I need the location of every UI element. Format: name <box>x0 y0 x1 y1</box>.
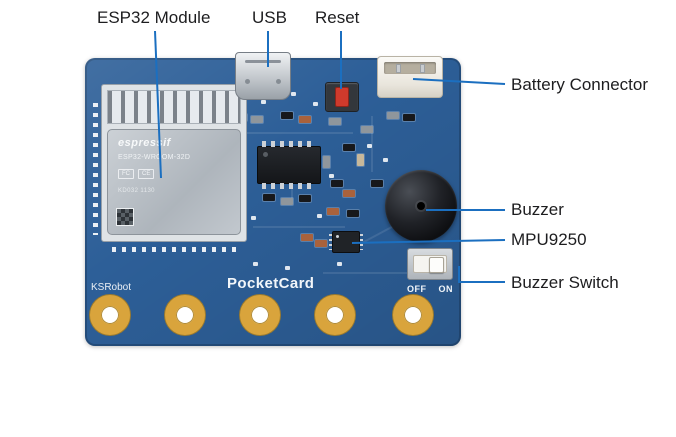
switch-track <box>413 255 447 273</box>
battery-pin <box>420 64 425 73</box>
smd-component <box>343 144 355 151</box>
smd-component <box>315 240 327 247</box>
smd-component <box>387 112 399 119</box>
smd-component <box>323 156 330 168</box>
module-brand-text: espressif <box>118 137 171 149</box>
product-name-text: PocketCard <box>227 275 315 292</box>
battery-pin <box>396 64 401 73</box>
usb-shell-seam <box>245 60 281 63</box>
label-mpu9250: MPU9250 <box>511 230 587 249</box>
smd-component <box>371 180 383 187</box>
edge-ring-hole <box>393 295 433 335</box>
smd-component <box>329 118 341 125</box>
brand-text: KSRobot <box>91 282 132 293</box>
battery-connector <box>377 56 443 98</box>
cert-marks: FC CE <box>118 169 155 179</box>
module-pads-bottom <box>112 247 238 252</box>
pcb-trace <box>235 132 353 134</box>
smd-component <box>299 195 311 202</box>
edge-ring-hole <box>240 295 280 335</box>
module-pads-left <box>93 103 98 235</box>
smd-component <box>361 126 373 133</box>
smd-component <box>331 180 343 187</box>
battery-connector-slot <box>384 62 436 74</box>
chip-pin1-dot <box>263 152 268 157</box>
pcb-trace <box>371 116 373 172</box>
solder-pad <box>313 102 318 106</box>
antenna-trace <box>107 90 241 124</box>
solder-pad <box>285 266 290 270</box>
smd-component <box>357 154 364 166</box>
solder-pad <box>251 216 256 220</box>
solder-pad <box>317 214 322 218</box>
callout-line-buzzer-switch <box>458 266 505 283</box>
edge-ring-hole <box>165 295 205 335</box>
smd-component <box>343 190 355 197</box>
solder-pad <box>291 92 296 96</box>
esp32-shield: espressif ESP32-WROOM-32D FC CE KD032 11… <box>107 129 241 235</box>
smd-component <box>263 194 275 201</box>
buzzer-hole <box>417 202 425 210</box>
micro-usb-connector <box>235 52 291 100</box>
smd-component <box>299 116 311 123</box>
solder-pad <box>367 144 372 148</box>
smd-component <box>251 116 263 123</box>
label-buzzer: Buzzer <box>511 200 564 219</box>
smd-component <box>301 234 313 241</box>
module-lot-text: KD032 1130 <box>118 188 155 194</box>
solder-pad <box>383 158 388 162</box>
smd-component <box>403 114 415 121</box>
switch-off-label: OFF <box>407 284 427 294</box>
switch-on-label: ON <box>438 284 453 294</box>
esp32-module: espressif ESP32-WROOM-32D FC CE KD032 11… <box>93 84 247 252</box>
label-reset: Reset <box>315 8 360 27</box>
label-esp32-module: ESP32 Module <box>97 8 211 27</box>
usb-weld-dot <box>276 79 281 84</box>
label-battery-connector: Battery Connector <box>511 75 649 94</box>
chip-pin1-dot <box>336 235 339 238</box>
pcb-trace <box>323 272 409 274</box>
soic-chip <box>257 141 321 189</box>
smd-component <box>281 198 293 205</box>
edge-ring-hole <box>90 295 130 335</box>
switch-silkscreen: OFF ON <box>407 284 453 294</box>
solder-pad <box>329 174 334 178</box>
reset-button-cap <box>335 87 349 107</box>
label-usb: USB <box>252 8 287 27</box>
usb-weld-dot <box>245 79 250 84</box>
smd-component <box>327 208 339 215</box>
solder-pad <box>337 262 342 266</box>
smd-component <box>281 112 293 119</box>
pcb-trace <box>253 226 345 228</box>
ce-mark: CE <box>138 169 155 179</box>
solder-pad <box>253 262 258 266</box>
solder-pad <box>261 100 266 104</box>
mpu9250-chip <box>329 231 363 253</box>
reset-button <box>325 82 359 112</box>
fcc-mark: FC <box>118 169 134 179</box>
qr-code <box>116 208 134 226</box>
buzzer <box>385 170 457 242</box>
label-buzzer-switch: Buzzer Switch <box>511 273 619 292</box>
switch-knob <box>429 257 444 273</box>
edge-ring-hole <box>315 295 355 335</box>
buzzer-switch <box>407 248 453 280</box>
pcb-board: espressif ESP32-WROOM-32D FC CE KD032 11… <box>85 52 461 346</box>
smd-component <box>347 210 359 217</box>
module-model-text: ESP32-WROOM-32D <box>118 154 191 161</box>
